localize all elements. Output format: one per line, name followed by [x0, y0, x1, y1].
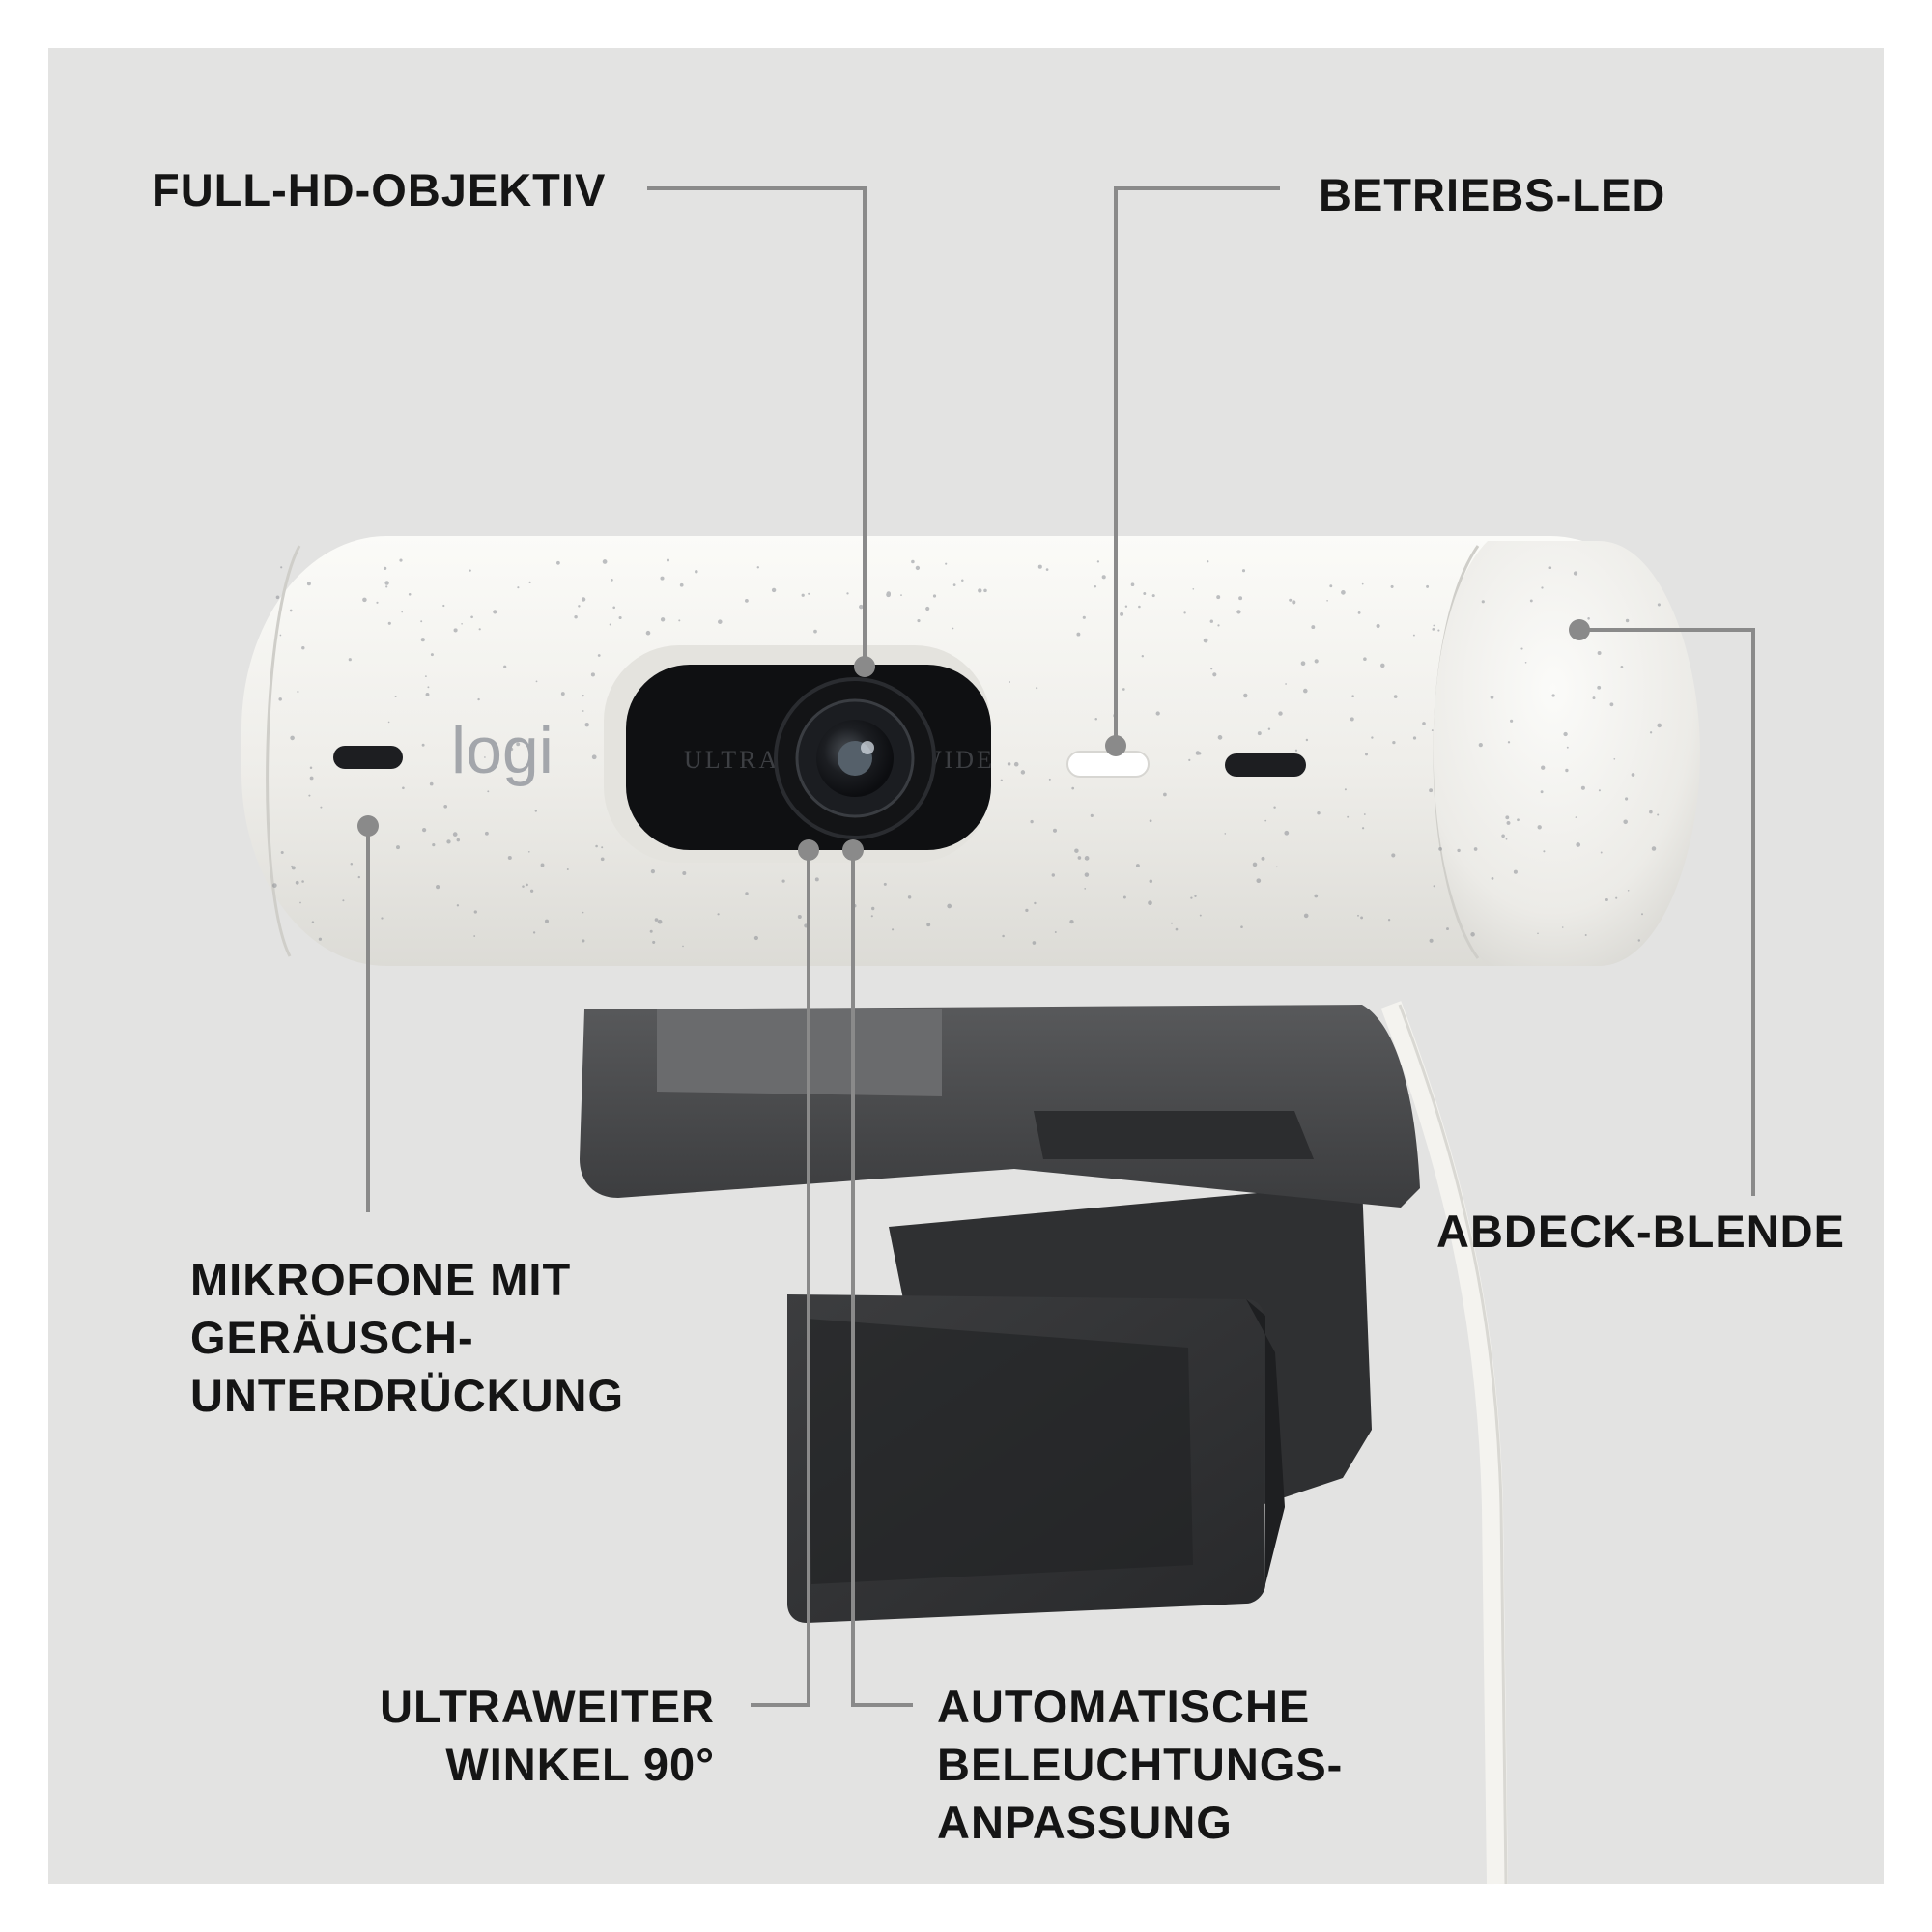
callout-full-hd-lens: FULL-HD-OBJEKTIV	[152, 161, 606, 219]
leader-line-led	[1114, 186, 1280, 746]
callout-auto-light-correction: AUTOMATISCHE BELEUCHTUNGS- ANPASSUNG	[937, 1678, 1343, 1852]
callout-line: ULTRAWEITER	[380, 1681, 715, 1732]
leader-line-shutter	[1579, 628, 1755, 1196]
callout-line: MIKROFONE MIT	[190, 1254, 572, 1305]
callout-line: ABDECK-BLENDE	[1436, 1206, 1845, 1257]
callout-microphones: MIKROFONE MIT GERÄUSCH- UNTERDRÜCKUNG	[190, 1251, 624, 1425]
mount-hinge	[657, 1009, 942, 1096]
callout-line: AUTOMATISCHE	[937, 1681, 1311, 1732]
callout-ultra-wide-angle: ULTRAWEITER WINKEL 90°	[328, 1678, 715, 1794]
callout-line: GERÄUSCH-	[190, 1312, 474, 1363]
usb-cable	[1380, 1001, 1508, 1885]
callout-line: WINKEL 90°	[445, 1739, 715, 1790]
leader-line-light	[851, 850, 913, 1707]
privacy-shutter	[1433, 541, 1700, 966]
leader-line-wide	[751, 850, 810, 1707]
lens-label-ultra: ULTRA	[684, 746, 780, 774]
leader-lines	[366, 186, 1755, 1707]
callout-privacy-shutter: ABDECK-BLENDE	[1436, 1203, 1845, 1261]
speckle-texture	[271, 558, 1662, 948]
callout-status-led: BETRIEBS-LED	[1319, 166, 1665, 224]
callout-line: BELEUCHTUNGS-	[937, 1739, 1344, 1790]
callout-line: BETRIEBS-LED	[1319, 169, 1666, 220]
callout-line: UNTERDRÜCKUNG	[190, 1370, 625, 1421]
microphone-left	[333, 746, 403, 769]
leader-line-lens	[647, 186, 867, 667]
status-led	[1066, 751, 1150, 778]
logi-logo: logi	[451, 714, 554, 787]
leader-dots	[357, 619, 1590, 861]
microphone-right	[1225, 753, 1306, 777]
callout-line: FULL-HD-OBJEKTIV	[152, 164, 607, 215]
callout-line: ANPASSUNG	[937, 1797, 1233, 1848]
